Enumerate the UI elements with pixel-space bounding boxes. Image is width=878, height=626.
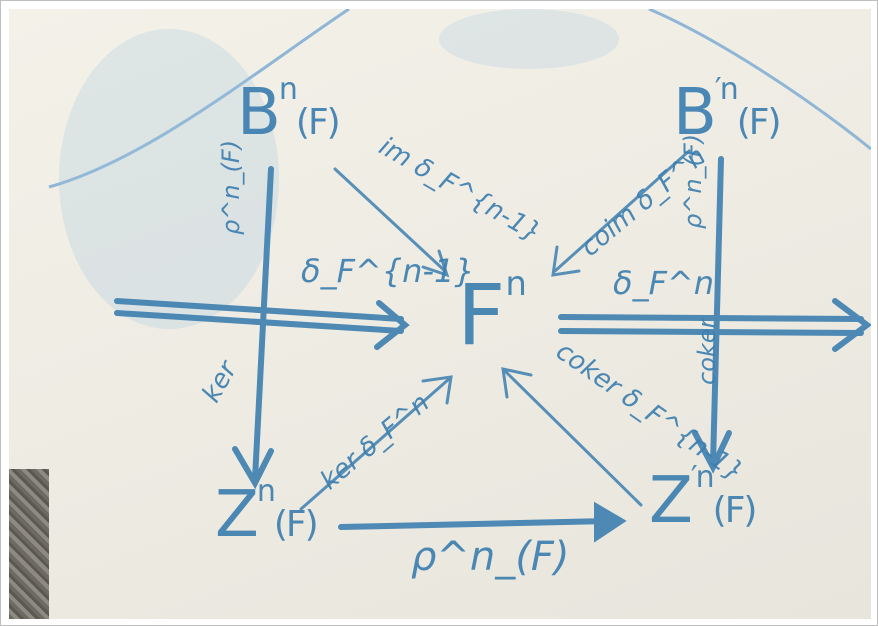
node-z-n-left: Zn(F) xyxy=(215,483,317,547)
arrowhead-right-double xyxy=(835,301,867,349)
arrow-b-right-down xyxy=(713,159,721,464)
label-delta-right: δ_F^n xyxy=(613,267,714,299)
label-coker-right: coker xyxy=(695,319,719,385)
sweatshirt-photo: Bn(F) B′n(F) Fn Zn(F) Z′n(F) im δ_F^{n-1… xyxy=(9,9,871,619)
node-b-n-left: Bn(F) xyxy=(237,81,339,145)
arrow-z-bottom xyxy=(341,521,609,527)
label-rho-bottom: ρ^n_(F) xyxy=(411,537,569,577)
label-rho-right: ρ^n_(F) xyxy=(681,134,705,229)
arrowhead-z-bottom xyxy=(597,507,621,537)
arrowhead-left-double xyxy=(377,303,405,347)
label-delta-left: δ_F^{n-1} xyxy=(301,255,475,287)
node-z-prime-n-right: Z′n(F) xyxy=(649,469,755,533)
label-rho-left: ρ^n_(F) xyxy=(219,140,243,235)
